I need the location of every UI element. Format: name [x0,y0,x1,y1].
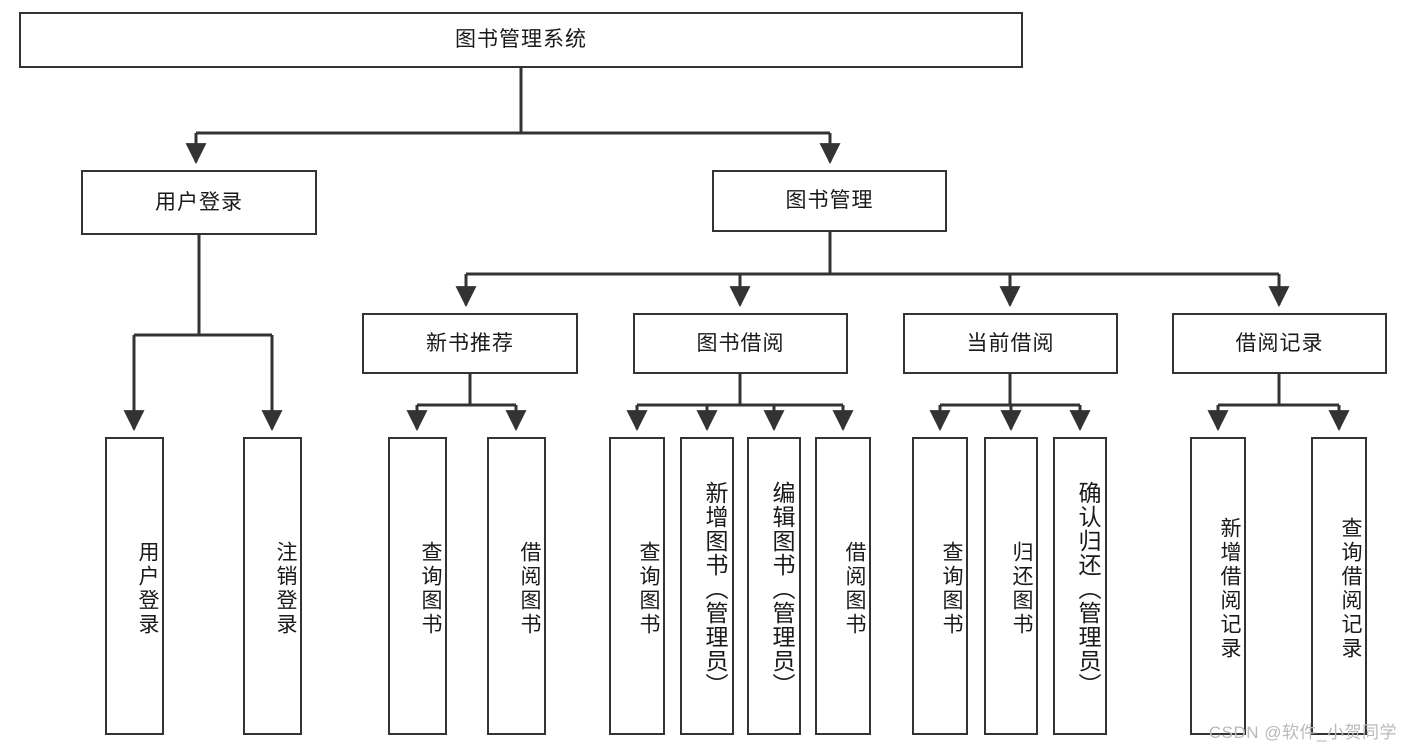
node-leaf-user-login-label: 用户登录 [136,541,159,637]
node-leaf-user-logout-label: 注销登录 [274,541,297,637]
node-leaf-borrow-book-rec[interactable]: 借阅图书 [487,437,546,735]
node-leaf-query-book-rec-label: 查询图书 [419,541,442,637]
node-user-login-label: 用户登录 [155,190,243,214]
node-leaf-add-borrow-record-label: 新增借阅记录 [1218,517,1241,661]
node-leaf-query-book-rec[interactable]: 查询图书 [388,437,447,735]
node-leaf-query-book-borrow-label: 查询图书 [637,541,660,637]
node-leaf-query-borrow-record-label: 查询借阅记录 [1339,517,1362,661]
node-new-book-recommend-label: 新书推荐 [426,331,514,355]
node-root-label: 图书管理系统 [455,28,587,52]
node-borrow-record[interactable]: 借阅记录 [1172,313,1387,374]
node-leaf-edit-book-admin[interactable]: 编辑图书（管理员） [747,437,801,735]
node-leaf-user-logout[interactable]: 注销登录 [243,437,302,735]
node-leaf-user-login[interactable]: 用户登录 [105,437,164,735]
node-borrow-record-label: 借阅记录 [1235,331,1324,355]
node-leaf-query-book-current-label: 查询图书 [940,541,963,637]
node-leaf-borrow-book-borrow-label: 借阅图书 [843,541,866,637]
node-leaf-add-borrow-record[interactable]: 新增借阅记录 [1190,437,1246,735]
node-book-manage[interactable]: 图书管理 [712,170,947,232]
node-new-book-recommend[interactable]: 新书推荐 [362,313,578,374]
node-leaf-query-book-current[interactable]: 查询图书 [912,437,968,735]
node-current-borrow-label: 当前借阅 [966,331,1055,355]
csdn-watermark: CSDN @软件_小贺同学 [1208,723,1397,742]
node-leaf-query-book-borrow[interactable]: 查询图书 [609,437,665,735]
node-book-borrow[interactable]: 图书借阅 [633,313,848,374]
node-leaf-borrow-book-borrow[interactable]: 借阅图书 [815,437,871,735]
node-leaf-edit-book-admin-label: 编辑图书（管理员） [769,481,795,697]
node-leaf-add-book-admin[interactable]: 新增图书（管理员） [680,437,734,735]
node-leaf-return-book-label: 归还图书 [1010,541,1033,637]
node-book-borrow-label: 图书借阅 [696,331,785,355]
node-leaf-query-borrow-record[interactable]: 查询借阅记录 [1311,437,1367,735]
node-current-borrow[interactable]: 当前借阅 [903,313,1118,374]
node-root-system[interactable]: 图书管理系统 [19,12,1023,68]
node-user-login[interactable]: 用户登录 [81,170,317,235]
node-book-manage-label: 图书管理 [785,189,874,213]
node-leaf-add-book-admin-label: 新增图书（管理员） [702,481,728,697]
node-leaf-confirm-return-admin[interactable]: 确认归还（管理员） [1053,437,1107,735]
node-leaf-borrow-book-rec-label: 借阅图书 [518,541,541,637]
node-leaf-return-book[interactable]: 归还图书 [984,437,1038,735]
node-leaf-confirm-return-admin-label: 确认归还（管理员） [1075,481,1101,697]
